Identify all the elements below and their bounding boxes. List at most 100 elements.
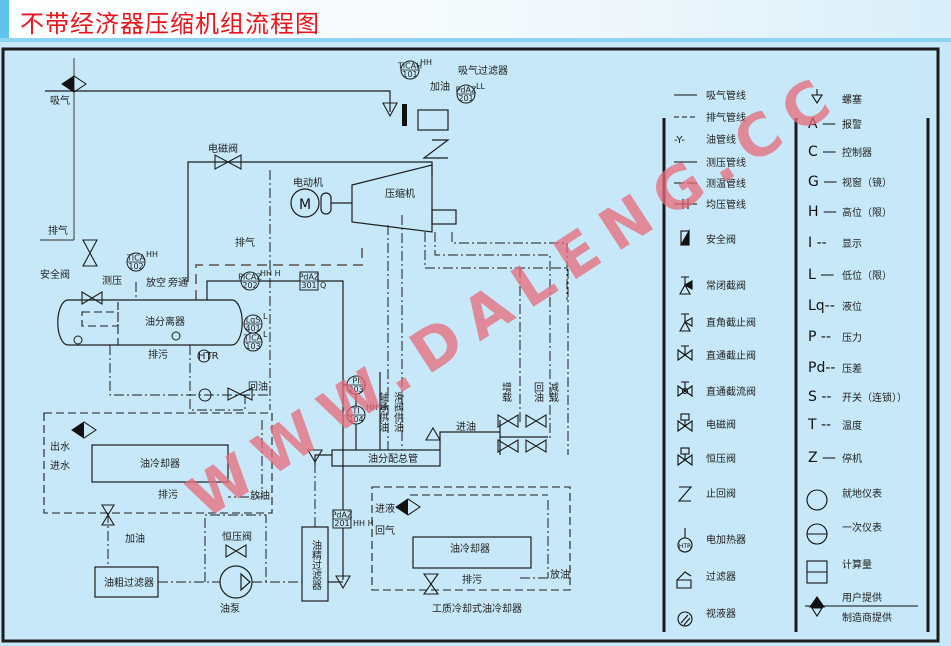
label-safety-valve: 安全阀 <box>40 268 70 281</box>
safety-valve-icon <box>680 228 690 246</box>
legend-code-symbol: L — <box>808 267 834 283</box>
label-unload-return: 回油 <box>532 382 544 402</box>
label-bypass: 旁通 <box>168 276 188 289</box>
label-add-oil-top: 加油 <box>430 80 450 93</box>
instrument-number: 104 <box>348 415 363 424</box>
legend-item: 测温管线 <box>674 177 746 190</box>
legend-label: 常闭截阀 <box>706 279 746 292</box>
pressure-tap-line <box>206 280 344 580</box>
legend-code-label: 螺塞 <box>842 93 862 106</box>
legend-label: 电磁阀 <box>706 418 736 431</box>
legend-code-item: Z —停机 <box>808 450 862 466</box>
refrigerant-cooler-package <box>371 486 571 591</box>
label-discharge-left: 排气 <box>48 224 68 237</box>
legend-code-item: 用户提供 <box>805 591 918 608</box>
filter-icon <box>676 571 692 589</box>
legend: 吸气管线排气管线-Y-油管线测压管线测温管线均压管线安全阀常闭截阀直角截止阀直通… <box>662 89 930 632</box>
legend-label: 吸气管线 <box>706 89 746 102</box>
label-oil-drain-cooler2: 放油 <box>550 568 570 581</box>
safety-stop-valve-icon <box>81 291 103 305</box>
legend-item: 测压管线 <box>674 156 746 169</box>
diagram-frame <box>1 47 940 643</box>
legend-label: 视液器 <box>706 607 736 620</box>
title-bar: 不带经济器压缩机组流程图 <box>0 0 951 38</box>
legend-code-label: 就地仪表 <box>842 487 882 500</box>
instrument-tag: PI <box>352 377 359 386</box>
legend-code-symbol: I -- <box>808 235 827 251</box>
discharge-check-valve-icon <box>82 239 98 267</box>
suction-filter-flange <box>402 104 407 126</box>
check-valve-icon <box>677 486 693 502</box>
label-motor-symbol: M <box>299 197 311 213</box>
label-discharge-mid: 排气 <box>235 236 255 249</box>
calc-number: 201 <box>334 519 349 528</box>
primary-instrument-icon <box>806 523 828 545</box>
legend-label: 直通截止阀 <box>706 349 756 362</box>
sight-glasses <box>73 331 212 402</box>
label-water-out: 出水 <box>50 440 70 453</box>
title-divider <box>0 38 951 42</box>
separator-drain-line <box>189 345 246 411</box>
legend-code-item: H —高位（限） <box>808 204 892 220</box>
oil-cooler-package <box>43 412 273 514</box>
instrument-tag: TICA <box>243 334 263 343</box>
htr-symbol: HTR <box>679 543 691 550</box>
instrument-number: 203 <box>348 385 363 394</box>
legend-code-label: 计算量 <box>842 558 872 571</box>
label-liquid-in: 进液 <box>375 502 395 515</box>
heater-icon <box>197 349 211 363</box>
pump-arrow <box>240 572 251 592</box>
fine-filter-body <box>301 526 329 602</box>
legend-label: 测温管线 <box>706 177 746 190</box>
equalizing-line-icon <box>674 199 697 209</box>
label-solenoid-valve: 电磁阀 <box>208 142 238 155</box>
separator-oil-line <box>109 345 270 396</box>
cooler2-drain-line <box>520 500 550 579</box>
oil-separator-internals <box>81 302 119 345</box>
equipment <box>43 75 571 602</box>
instrument-number: 102 <box>128 262 143 271</box>
suction-pipe-main <box>45 90 391 112</box>
motor-circle <box>290 188 320 218</box>
pdaz-valve-icon <box>335 575 351 590</box>
manifold-valve-icon <box>307 449 323 464</box>
liquid-supply-fill-icon <box>396 499 408 515</box>
cooler2-drain-valve-icon <box>422 573 440 595</box>
sight-glass-icon <box>198 388 212 402</box>
straight-stop-valve-icon <box>677 345 693 362</box>
instrument-number: 202 <box>242 281 257 290</box>
label-oil-manifold: 油分配总管 <box>368 452 418 465</box>
load-line-top <box>451 232 568 300</box>
legend-item: 直角截止阀 <box>679 313 756 332</box>
oil-manifold-pipe <box>331 449 441 467</box>
label-motor: 电动机 <box>293 176 323 189</box>
legend-item: 视液器 <box>677 607 736 627</box>
calc-alarm: Q <box>320 281 326 290</box>
legend-code-label: 用户提供 <box>842 591 882 604</box>
legend-code-label: 停机 <box>842 452 862 465</box>
coupling <box>320 192 332 215</box>
cooler-return-line <box>228 420 263 498</box>
legend-code-item: 螺塞 <box>811 89 862 106</box>
valves <box>81 102 547 595</box>
legend-code-item: I --显示 <box>808 235 862 251</box>
legend-item: 吸气管线 <box>674 89 746 102</box>
label-oil-separator: 油分离器 <box>145 315 185 328</box>
legend-item: 电磁阀 <box>677 413 736 433</box>
legend-item: 过滤器 <box>676 570 736 589</box>
legend-code-label: 压差 <box>842 362 862 375</box>
normally-closed-valve-icon <box>679 276 693 295</box>
legend-code-label: 报警 <box>842 118 862 131</box>
legend-label: 测压管线 <box>706 156 746 169</box>
page-title: 不带经济器压缩机组流程图 <box>20 10 320 38</box>
oil-inlet-valve-icon <box>425 426 441 441</box>
legend-code-label: 液位 <box>842 300 862 313</box>
label-water-in: 进水 <box>50 460 70 472</box>
suction-filter-body <box>417 109 449 131</box>
